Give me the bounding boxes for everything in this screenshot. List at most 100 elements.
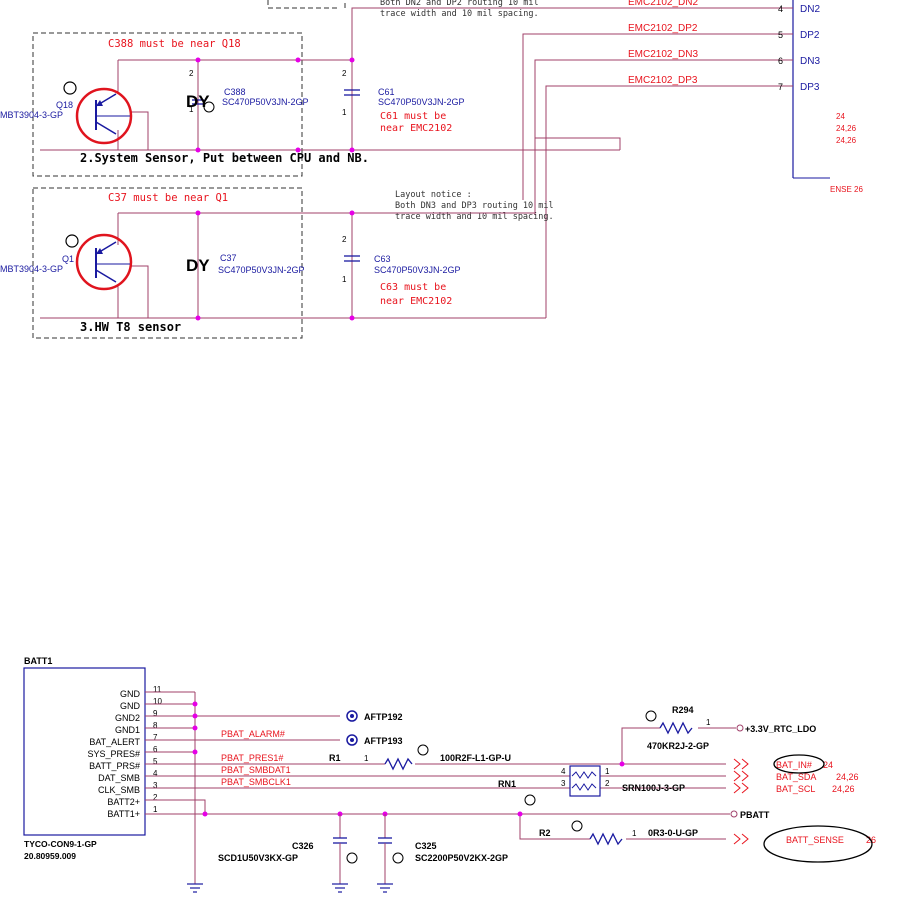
c63-pin-one: 1 xyxy=(342,275,347,284)
wire-r294-in xyxy=(621,727,660,764)
conn-num-1: 1 xyxy=(153,805,158,814)
block2-label: 3.HW T8 sensor xyxy=(80,320,181,334)
aftp193-dot xyxy=(350,738,354,742)
rtc-label: +3.3V_RTC_LDO xyxy=(745,724,816,734)
bat-scl-ref: 24,26 xyxy=(832,784,855,794)
c388-ref: C388 xyxy=(224,87,246,97)
block1-q18-base-wire xyxy=(117,111,149,151)
block2-title: C37 must be near Q1 xyxy=(108,192,228,204)
notice1-line2: trace width and 10 mil spacing. xyxy=(380,9,539,19)
wire-dp2 xyxy=(522,33,793,200)
conn-part: TYCO-CON9-1-GP xyxy=(24,839,97,849)
c388-part: SC470P50V3JN-2GP xyxy=(222,97,309,107)
conn-pin-sys-pres: SYS_PRES# xyxy=(87,749,140,759)
connector-pin-numbers: 11 10 9 8 7 6 5 4 3 2 1 xyxy=(153,685,162,814)
aftp192-label: AFTP192 xyxy=(364,712,403,722)
rn1-res-b xyxy=(571,783,597,791)
conn-num-3: 3 xyxy=(153,781,158,790)
bat-scl-arrow-icon xyxy=(733,782,749,794)
bottom-section: BATT1 GND GND GND2 GND1 BAT_ALERT SYS_PR… xyxy=(23,656,876,893)
conn-pin-dat-smb: DAT_SMB xyxy=(98,773,140,783)
bat-in-label: BAT_IN# xyxy=(776,760,812,770)
conn-pin-batt1: BATT1+ xyxy=(107,809,140,819)
pin-name-dn3: DN3 xyxy=(800,56,820,67)
r294-stamp-icon xyxy=(645,710,657,722)
ref-24: 24 xyxy=(836,112,845,121)
conn-num-9: 9 xyxy=(153,709,158,718)
net-label-dp3: EMC2102_DP3 xyxy=(628,75,698,86)
aftp192-icon xyxy=(346,710,358,722)
r294-part: 470KR2J-2-GP xyxy=(647,741,709,751)
q1-stamp-icon xyxy=(65,234,79,248)
c325-stamp-icon xyxy=(392,852,404,864)
pin-num-5: 5 xyxy=(778,30,783,40)
block2-junctions xyxy=(195,210,355,321)
q1-arrow xyxy=(96,248,103,254)
c326-stamp-icon xyxy=(346,852,358,864)
c61-ref: C61 xyxy=(378,87,395,97)
batt-sense-highlight xyxy=(763,825,873,863)
r1-pin-one: 1 xyxy=(364,754,369,763)
q18-stamp-icon xyxy=(63,81,77,95)
c63-part: SC470P50V3JN-2GP xyxy=(374,265,461,275)
conn-pin-gnd-b: GND xyxy=(120,701,141,711)
r2-ref: R2 xyxy=(539,828,551,838)
r1-ref: R1 xyxy=(329,753,341,763)
wire-dn2 xyxy=(351,7,793,30)
aftp193-icon xyxy=(346,734,358,746)
batt-sense-arrow-icon xyxy=(733,833,749,845)
pin-name-dn2: DN2 xyxy=(800,4,820,15)
pin-num-4: 4 xyxy=(778,4,783,14)
conn-num-2: 2 xyxy=(153,793,158,802)
wire-dn3 xyxy=(534,59,793,215)
r2-part: 0R3-0-U-GP xyxy=(648,828,698,838)
q1-part: MBT3904-3-GP xyxy=(0,264,63,274)
r2-symbol xyxy=(589,832,623,846)
conn-num-10: 10 xyxy=(153,697,162,706)
net-label-dn3: EMC2102_DN3 xyxy=(628,49,698,60)
net-pbat-alarm: PBAT_ALARM# xyxy=(221,729,285,739)
c37-dy: DY xyxy=(186,256,210,275)
rn1-stamp-icon xyxy=(524,794,536,806)
c326-part: SCD1U50V3KX-GP xyxy=(218,853,298,863)
rn1-pin-2: 2 xyxy=(605,779,610,788)
wire-dp3 xyxy=(545,85,793,318)
bat-in-arrow-icon xyxy=(733,758,749,770)
c61-part: SC470P50V3JN-2GP xyxy=(378,97,465,107)
conn-num-7: 7 xyxy=(153,733,158,742)
pbatt-power-icon xyxy=(730,810,738,818)
conn-pin-clk-smb: CLK_SMB xyxy=(98,785,140,795)
c63-note1: C63 must be xyxy=(380,282,446,293)
rtc-power-icon xyxy=(736,724,744,732)
aftp193-label: AFTP193 xyxy=(364,736,403,746)
q18-emitter xyxy=(95,121,117,135)
pin-num-6: 6 xyxy=(778,56,783,66)
c63-note2: near EMC2102 xyxy=(380,296,452,307)
dashed-box-top xyxy=(267,0,346,9)
conn-pin-gnd-a: GND xyxy=(120,689,141,699)
net-pbat-pres: PBAT_PRES1# xyxy=(221,753,283,763)
connector-pin-labels: GND GND GND2 GND1 BAT_ALERT SYS_PRES# BA… xyxy=(87,689,140,819)
sense-label: ENSE 26 xyxy=(830,185,863,194)
net-pbat-smbclk: PBAT_SMBCLK1 xyxy=(221,777,291,787)
pin-name-dp3: DP3 xyxy=(800,82,820,93)
bat-sda-ref: 24,26 xyxy=(836,772,859,782)
rn1-pin-3: 3 xyxy=(561,779,566,788)
rn1-pin-4: 4 xyxy=(561,767,566,776)
conn-pn: 20.80959.009 xyxy=(24,851,76,861)
notice1-line1: Both DN2 and DP2 routing 10 mil xyxy=(380,0,539,8)
bat-sda-arrow-icon xyxy=(733,770,749,782)
block1-junctions xyxy=(195,57,355,153)
bat-in-highlight xyxy=(773,754,825,774)
q18-arrow xyxy=(96,100,103,106)
c61-pin-one: 1 xyxy=(342,108,347,117)
q18-ref: Q18 xyxy=(56,100,73,110)
net-label-dn2: EMC2102_DN2 xyxy=(628,0,698,8)
c388-pin-one: 1 xyxy=(189,105,194,114)
c325-part: SC2200P50V2KX-2GP xyxy=(415,853,508,863)
r1-stamp-icon xyxy=(417,744,429,756)
conn-pin-gnd2: GND2 xyxy=(115,713,140,723)
conn-pin-batt2: BATT2+ xyxy=(107,797,140,807)
q1-highlight-circle xyxy=(75,233,133,291)
wire-r2-in xyxy=(519,814,590,840)
